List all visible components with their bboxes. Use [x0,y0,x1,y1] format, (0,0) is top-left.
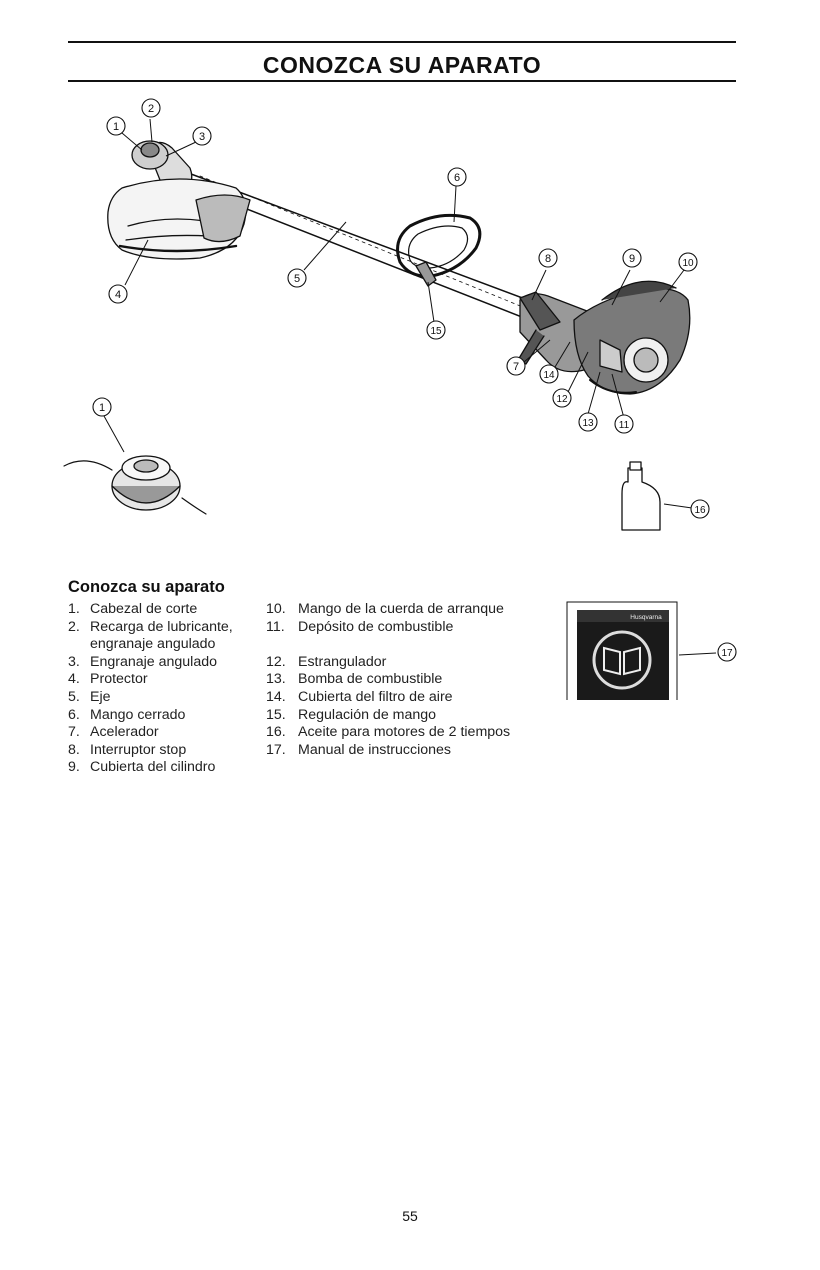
callout-1-spare-head: 1 [99,402,105,414]
callout-2: 2 [148,103,154,115]
list-item: 13.Bomba de combustible [266,671,443,688]
callout-15: 15 [430,326,442,337]
callout-6: 6 [454,172,460,184]
callout-17: 17 [721,648,733,659]
list-spacer [266,636,510,654]
manual-brand-logo: Husqvarna [630,614,662,621]
list-item: 5.Eje [68,688,111,705]
section-title: Conozca su aparato [68,578,225,596]
callout-4: 4 [115,289,121,301]
callout-5: 5 [294,273,300,285]
parts-list-left: 1.Cabezal de corte 2.Recarga de lubrican… [68,601,233,777]
book-icon [603,646,641,676]
list-item: 2.Recarga de lubricante, [68,618,233,635]
list-item: 6.Mango cerrado [68,706,186,723]
list-item: 14.Cubierta del filtro de aire [266,688,453,705]
trimmer-illustration [63,118,693,531]
callout-8: 8 [545,253,551,265]
list-item: 7.Acelerador [68,724,159,741]
title-underline [68,80,736,82]
callout-10: 10 [682,258,694,269]
list-item: 10.Mango de la cuerda de arranque [266,601,504,617]
list-item: 12.Estrangulador [266,653,387,670]
list-item: 15.Regulación de mango [266,706,437,723]
list-item: 17.Manual de instrucciones [266,741,451,758]
callout-11: 11 [619,420,630,431]
list-item: 16.Aceite para motores de 2 tiempos [266,724,511,741]
manual-cover-image: Husqvarna [566,601,678,700]
page-number: 55 [402,1208,418,1224]
page-title: CONOZCA SU APARATO [262,52,542,78]
callout-9: 9 [629,253,635,265]
callout-1: 1 [113,121,119,133]
list-item: 3.Engranaje angulado [68,653,218,670]
callout-13: 13 [582,418,594,429]
top-rule [68,41,736,43]
list-item: 9.Cubierta del cilindro [68,759,216,776]
list-item: engranaje angulado [90,636,216,653]
list-item: 4.Protector [68,671,148,688]
list-item: 1.Cabezal de corte [68,601,198,617]
list-item: 8.Interruptor stop [68,741,187,758]
callout-markers: 1 2 3 4 5 6 8 9 10 15 7 14 12 13 11 1 16… [92,98,737,700]
list-item: 11.Depósito de combustible [266,618,454,635]
callout-7: 7 [513,361,519,373]
callout-14: 14 [543,370,555,381]
callout-12: 12 [556,394,568,405]
callout-3: 3 [199,131,205,143]
callout-16: 16 [694,505,706,516]
parts-list-right: 10.Mango de la cuerda de arranque 11.Dep… [266,601,510,759]
